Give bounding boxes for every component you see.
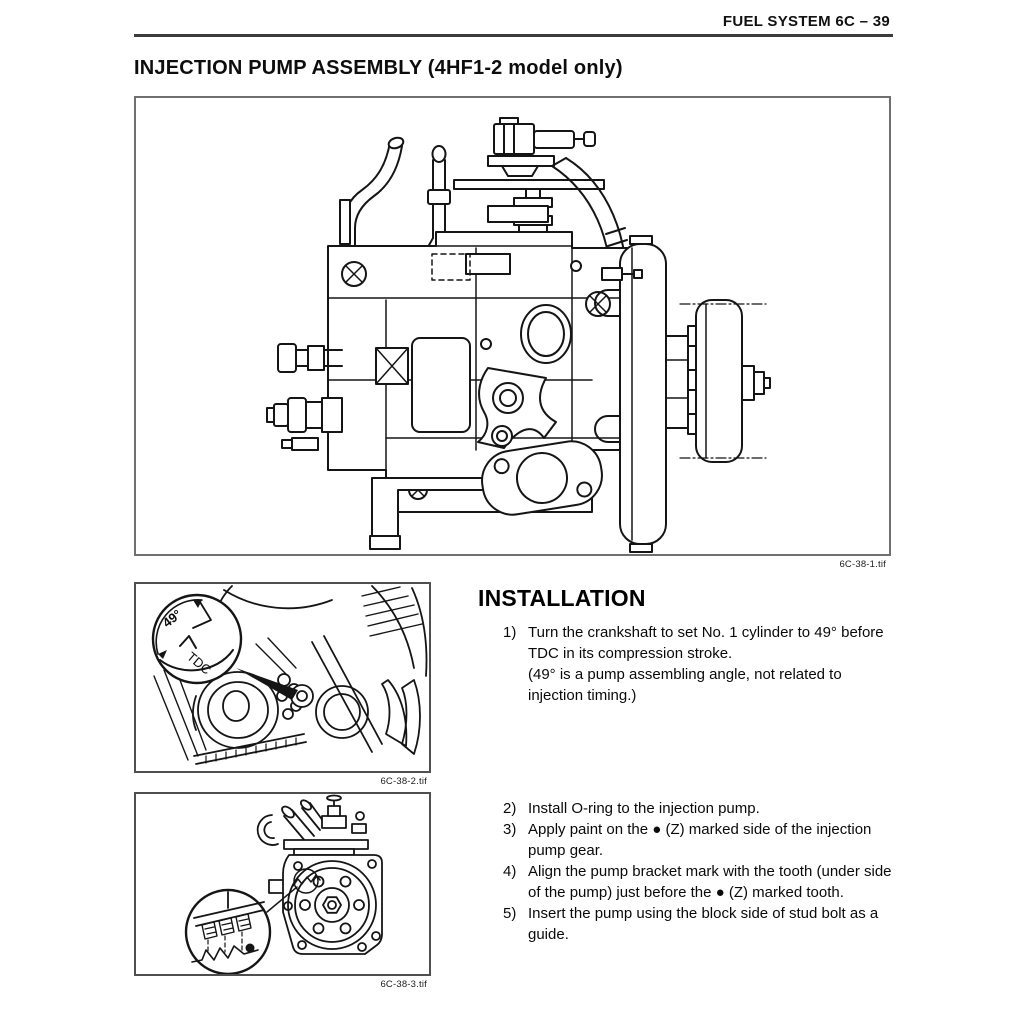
stud-post [339, 199, 351, 245]
step-3: 3) Apply paint on the ● (Z) marked side … [503, 819, 898, 861]
step-note: (49° is a pump assembling angle, not rel… [528, 666, 842, 704]
magnified-teeth [201, 913, 252, 940]
installation-section: INSTALLATION 1) Turn the crankshaft to s… [478, 585, 898, 945]
step-2: 2) Install O-ring to the injection pump. [503, 798, 898, 819]
magnifier-link [266, 886, 298, 913]
fuel-inlet-fittings [266, 343, 343, 451]
installation-steps: 1) Turn the crankshaft to set No. 1 cyli… [478, 622, 898, 945]
step-number: 2) [503, 800, 517, 817]
connector-barrel [533, 130, 575, 149]
section-title: INJECTION PUMP ASSEMBLY (4HF1-2 model on… [134, 57, 623, 79]
header-rule [134, 34, 893, 37]
mounting-flange [594, 235, 667, 553]
step-text: Turn the crankshaft to set No. 1 cylinde… [528, 624, 884, 662]
step-number: 4) [503, 863, 517, 880]
step-text: Install O-ring to the injection pump. [528, 800, 760, 817]
bottom-flange [481, 440, 603, 516]
z-mark-dot [245, 943, 255, 953]
magnifier-circle [151, 593, 243, 685]
side-plate [411, 337, 471, 433]
hub-spacer [665, 335, 689, 429]
step-text: Apply paint on the ● (Z) marked side of … [528, 821, 872, 859]
top-mount-plate [453, 179, 605, 190]
figure-caption-crank: 6C-38-2.tif [380, 776, 427, 787]
pump-gear-circle [287, 860, 377, 950]
figure-caption-gear: 6C-38-3.tif [380, 979, 427, 990]
cam-lever [477, 367, 557, 449]
injection-pump-drawing [266, 117, 771, 553]
step-4: 4) Align the pump bracket mark with the … [503, 861, 898, 903]
step-1: 1) Turn the crankshaft to set No. 1 cyli… [503, 622, 898, 706]
installation-heading: INSTALLATION [478, 585, 646, 611]
crank-timing-drawing: 49° TDC [151, 585, 428, 765]
figure-crank-timing: 49° TDC [134, 582, 431, 773]
step-text: Align the pump bracket mark with the too… [528, 863, 892, 901]
step-number: 3) [503, 821, 517, 838]
figure-pump-gear [134, 792, 431, 976]
figure-caption-main: 6C-38-1.tif [839, 559, 886, 570]
tooth-highlight [293, 868, 319, 894]
step-number: 1) [503, 624, 517, 641]
gear-coupling [679, 299, 771, 463]
page-header-label: FUEL SYSTEM 6C – 39 [722, 13, 890, 30]
figure-injection-pump [134, 96, 891, 556]
pump-gear-drawing [184, 794, 383, 974]
callout-pointer [236, 668, 298, 700]
step-5: 5) Insert the pump using the block side … [503, 903, 898, 945]
step-number: 5) [503, 905, 517, 922]
step-text: Insert the pump using the block side of … [528, 905, 879, 943]
tooth-profile [191, 945, 259, 963]
curved-pipe [342, 141, 403, 249]
